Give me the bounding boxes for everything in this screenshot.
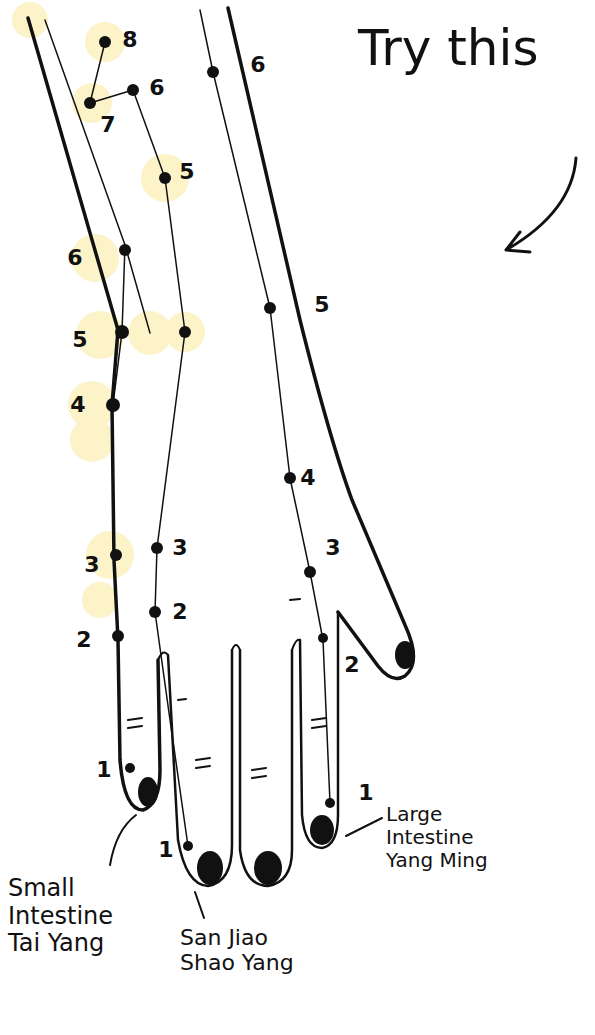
- callout-number: 2: [344, 652, 359, 677]
- meridian-label: Large Intestine Yang Ming: [386, 803, 498, 872]
- callout-number: 5: [179, 159, 194, 184]
- callout-number: 4: [70, 392, 85, 417]
- callout-number: 8: [122, 27, 137, 52]
- acupoints: [84, 36, 335, 851]
- callout-number: 6: [67, 245, 82, 270]
- note: Try this: [358, 20, 538, 78]
- callout-number: 6: [149, 75, 164, 100]
- callout-number: 2: [76, 627, 91, 652]
- callout-number: 3: [172, 535, 187, 560]
- nails: [138, 641, 415, 885]
- callout-number: 5: [72, 327, 87, 352]
- callout-number: 2: [172, 599, 187, 624]
- callout-number: 3: [325, 535, 340, 560]
- meridian-label: San Jiao Shao Yang: [180, 925, 300, 976]
- callout-number: 5: [314, 292, 329, 317]
- callout-number: 7: [100, 112, 115, 137]
- callout-number: 1: [358, 780, 373, 805]
- callout-number: 6: [250, 52, 265, 77]
- callout-number: 1: [96, 757, 111, 782]
- callout-number: 3: [84, 552, 99, 577]
- callout-number: 1: [158, 837, 173, 862]
- callout-number: 4: [300, 465, 315, 490]
- meridian-label: Small Intestine Tai Yang: [8, 875, 126, 958]
- highlight-spots: [12, 2, 205, 618]
- outline: [28, 8, 576, 918]
